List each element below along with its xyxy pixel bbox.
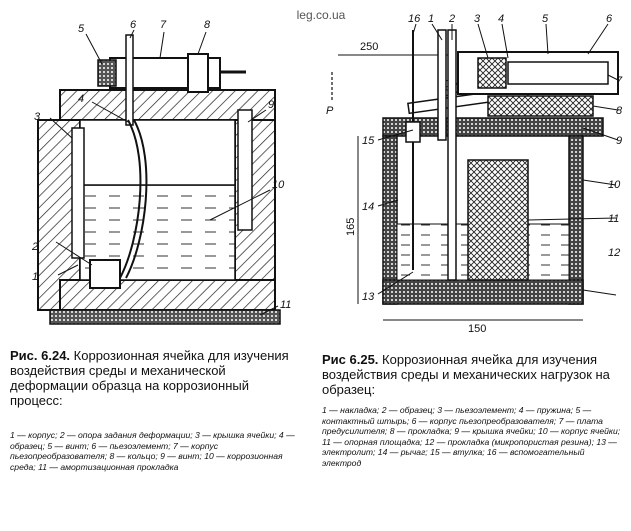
caption-6-24: Рис. 6.24. Коррозионная ячейка для изуче… xyxy=(10,348,302,408)
callout-3: 3 xyxy=(34,111,41,123)
callout-r3: 3 xyxy=(474,13,481,25)
piezo-3 xyxy=(477,57,507,89)
chamber-empty xyxy=(79,119,236,186)
load-label: P xyxy=(326,105,334,117)
callout-r6: 6 xyxy=(606,13,613,25)
callout-4: 4 xyxy=(78,93,84,105)
dimension-bottom: 150 xyxy=(468,323,486,335)
callout-r16: 16 xyxy=(408,13,421,25)
dimension-top: 250 xyxy=(360,41,378,53)
caption-text: Коррозионная ячейка для изучения воздейс… xyxy=(322,352,610,397)
callout-1: 1 xyxy=(32,271,38,283)
callout-r7: 7 xyxy=(616,75,623,87)
caption-6-25: Рис 6.25. Коррозионная ячейка для изучен… xyxy=(322,352,624,397)
callout-10: 10 xyxy=(272,179,285,191)
callout-r5: 5 xyxy=(542,13,549,25)
caption-number: Рис. 6.24. xyxy=(10,348,71,363)
callout-r4: 4 xyxy=(498,13,504,25)
specimen-2 xyxy=(447,29,457,281)
support-pad xyxy=(467,159,529,281)
gasket xyxy=(487,95,594,117)
specimen xyxy=(119,119,142,279)
screw-5 xyxy=(97,59,117,87)
caption-text: Коррозионная ячейка для изучения воздейс… xyxy=(10,348,289,408)
callout-9: 9 xyxy=(268,99,274,111)
screw-3 xyxy=(71,127,85,259)
cell-body-bottom xyxy=(382,279,584,305)
bushing xyxy=(405,121,421,143)
figure-6-24-diagram: 1 2 3 4 5 6 7 8 9 10 11 xyxy=(31,19,291,325)
cell-body-left xyxy=(382,135,398,305)
callout-r15: 15 xyxy=(362,135,375,147)
callout-r11: 11 xyxy=(608,213,619,225)
callout-6: 6 xyxy=(130,19,137,31)
callout-r1: 1 xyxy=(428,13,434,25)
callout-8: 8 xyxy=(204,19,211,31)
callout-r14: 14 xyxy=(362,201,374,213)
watermark: leg.co.ua xyxy=(296,8,346,22)
ring-8 xyxy=(187,53,209,93)
damping-pad xyxy=(49,309,281,325)
callout-r2: 2 xyxy=(448,13,455,25)
callout-7: 7 xyxy=(160,19,167,31)
callout-5: 5 xyxy=(78,23,85,35)
callouts-right xyxy=(377,23,619,296)
preamp-board xyxy=(507,61,609,85)
overlay-1 xyxy=(437,29,447,141)
callout-2: 2 xyxy=(31,241,38,253)
callout-r13: 13 xyxy=(362,291,375,303)
callout-r12: 12 xyxy=(608,247,620,259)
callouts-left xyxy=(49,29,279,316)
callout-r8: 8 xyxy=(616,105,623,117)
screw-9 xyxy=(237,109,253,231)
caption-number: Рис 6.25. xyxy=(322,352,379,367)
dimension-side: 165 xyxy=(345,218,357,236)
piezo-element xyxy=(125,34,134,126)
legend-6-25: 1 — накладка; 2 — образец; 3 — пьезоэлем… xyxy=(322,405,621,468)
callout-11: 11 xyxy=(280,299,291,311)
callout-r10: 10 xyxy=(608,179,621,191)
figure-6-25-diagram: 250 P Ф 165 150 xyxy=(326,13,623,335)
legend-6-24: 1 — корпус; 2 — опора задания деформации… xyxy=(10,430,295,472)
support-2 xyxy=(89,259,121,289)
callout-r9: 9 xyxy=(616,135,622,147)
cell-body-right xyxy=(568,135,584,305)
